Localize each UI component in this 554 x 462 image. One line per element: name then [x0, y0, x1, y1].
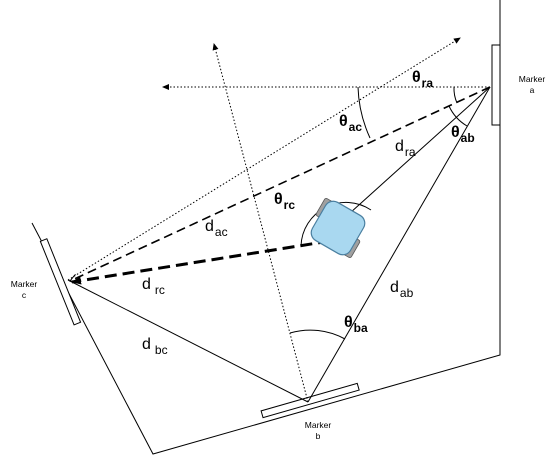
marker-c-label-line2: c — [22, 290, 27, 300]
line-ra — [339, 86, 491, 223]
marker-a-label: Marker a — [519, 74, 546, 95]
label-d-bc-symbol: d — [142, 336, 151, 353]
label-theta-ab: θab — [451, 124, 475, 145]
svg-text:dra: dra — [395, 138, 416, 159]
label-theta-ac-symbol: θ — [339, 113, 348, 130]
line-bc — [67, 279, 309, 403]
label-d-ab-symbol: d — [390, 279, 399, 296]
label-theta-ra: θra — [412, 69, 433, 90]
label-d-rc-symbol: d — [142, 276, 151, 293]
label-theta-ba: θba — [344, 314, 368, 335]
label-d-ac-symbol: d — [205, 218, 214, 235]
dotted-axis-vertical — [212, 43, 309, 403]
label-theta-ab-sub: ab — [461, 131, 475, 145]
line-ab — [307, 86, 491, 403]
dotted-axis-diagonal — [67, 37, 461, 281]
svg-text:θba: θba — [344, 314, 368, 335]
label-theta-ab-symbol: θ — [451, 124, 460, 141]
marker-c-label: Marker c — [11, 279, 38, 300]
robot — [310, 198, 366, 258]
robot-body — [310, 200, 366, 256]
label-theta-ra-sub: ra — [422, 76, 434, 90]
label-theta-rc-sub: rc — [284, 198, 296, 212]
label-theta-rc-symbol: θ — [274, 191, 283, 208]
label-d-ac: dac — [205, 218, 228, 239]
label-theta-ba-symbol: θ — [344, 314, 353, 331]
room-boundary — [31, 0, 501, 455]
label-d-bc-sub: bc — [155, 343, 168, 357]
line-ac-dashed — [70, 86, 491, 281]
line-rc-dashed — [71, 239, 331, 285]
label-theta-rc: θrc — [274, 191, 295, 212]
marker-c-label-line1: Marker — [11, 279, 38, 289]
marker-a-label-line2: a — [530, 85, 535, 95]
svg-text:dac: dac — [205, 218, 228, 239]
label-d-ac-sub: ac — [215, 225, 228, 239]
arc-theta-ra — [453, 86, 458, 104]
label-d-ra-symbol: d — [395, 138, 404, 155]
label-d-ab: dab — [390, 279, 414, 300]
arc-theta-ac — [357, 86, 371, 139]
svg-text:θab: θab — [451, 124, 475, 145]
marker-a-label-line1: Marker — [519, 74, 546, 84]
marker-b-label-line1: Marker — [305, 420, 332, 430]
svg-text:θra: θra — [412, 69, 433, 90]
svg-text:dbc: dbc — [142, 336, 168, 357]
arc-theta-ba — [289, 329, 346, 340]
arc-theta-ab — [448, 105, 468, 127]
marker-b-label: Marker b — [305, 420, 332, 441]
marker-b-label-line2: b — [316, 431, 321, 441]
label-theta-ba-sub: ba — [354, 321, 368, 335]
label-d-ra: dra — [395, 138, 416, 159]
marker-b-plate — [260, 382, 360, 419]
label-d-ab-sub: ab — [400, 286, 414, 300]
marker-a-plate — [491, 44, 501, 126]
label-theta-ac-sub: ac — [349, 120, 363, 134]
marker-c-plate — [39, 238, 82, 326]
svg-text:θac: θac — [339, 113, 362, 134]
svg-text:θrc: θrc — [274, 191, 295, 212]
label-d-ra-sub: ra — [405, 145, 416, 159]
label-theta-ra-symbol: θ — [412, 69, 421, 86]
label-theta-ac: θac — [339, 113, 362, 134]
svg-text:dab: dab — [390, 279, 414, 300]
svg-text:drc: drc — [142, 276, 165, 297]
label-d-rc-sub: rc — [155, 283, 165, 297]
